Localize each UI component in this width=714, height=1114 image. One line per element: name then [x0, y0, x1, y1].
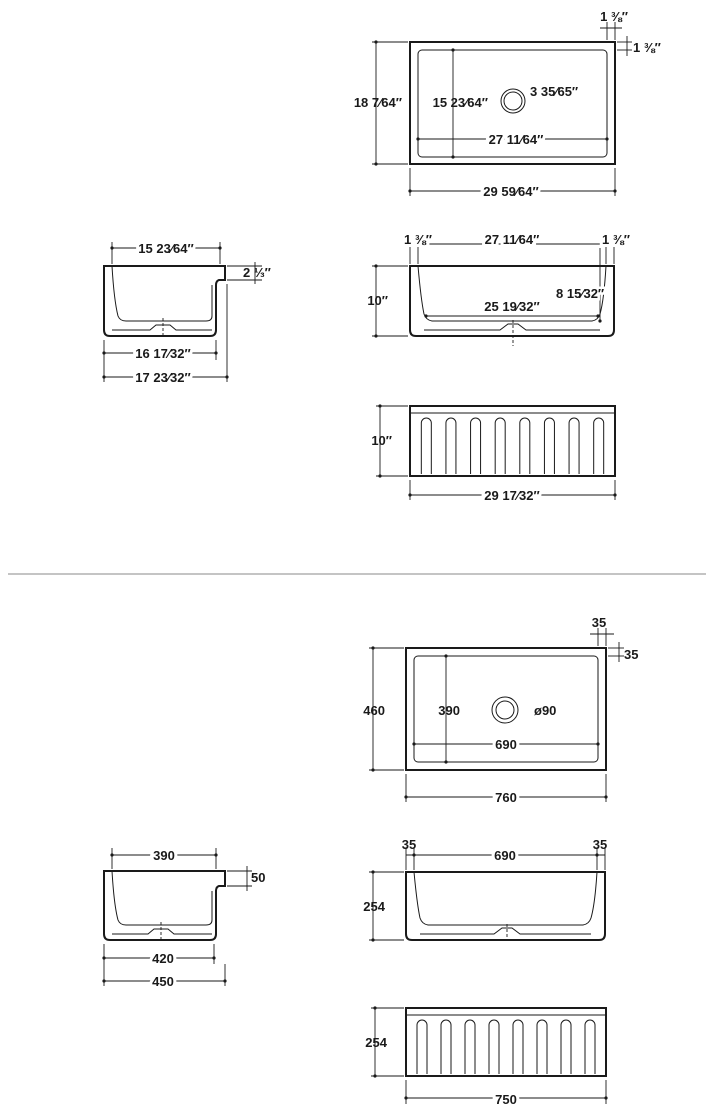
front-basin-profile	[413, 871, 598, 926]
apron-flute	[470, 417, 482, 474]
label-side-inner-depth: 15 23⁄64″	[138, 241, 193, 256]
side-basin-profile	[111, 265, 213, 322]
apron-flute	[494, 417, 506, 474]
front-drain-profile	[424, 323, 600, 331]
metric-apron-view: 254 750	[365, 1006, 608, 1110]
apron-flute	[420, 417, 432, 474]
apron-outline	[405, 1007, 607, 1077]
label-rim-left: 1 ⅜″	[404, 232, 432, 247]
label-side-base-depth: 420	[152, 951, 174, 966]
label-inner-width: 690	[495, 737, 517, 752]
label-side-lip: 50	[251, 870, 265, 885]
label-drain: 3 35⁄65″	[530, 84, 578, 99]
label-apron-height: 10″	[371, 433, 392, 448]
imperial-side-view: 15 23⁄64″ 2 ⅓″ 16 17⁄32″ 17 23⁄32″	[102, 238, 271, 388]
metric-top-view: 35 35 460 390 ø90 690 760	[363, 615, 638, 808]
label-rim-top: 1 ⅜″	[633, 40, 661, 55]
label-front-inner-height: 8 15⁄32″	[556, 286, 604, 301]
metric-front-view: 35 690 35 254	[363, 837, 607, 942]
label-apron-width: 750	[495, 1092, 517, 1107]
apron-flute	[512, 1019, 524, 1074]
drain-inner-circle	[495, 700, 515, 720]
apron-flute	[464, 1019, 476, 1074]
label-inner-depth: 390	[438, 703, 460, 718]
apron-flute	[560, 1019, 572, 1074]
label-outer-width: 29 59⁄64″	[483, 184, 538, 199]
apron-flute	[536, 1019, 548, 1074]
label-side-base-depth: 16 17⁄32″	[135, 346, 190, 361]
imperial-top-view: 1 ⅜″ 1 ⅜″ 18 7⁄64″ 15 23⁄64″ 3 35⁄65″ 27…	[354, 9, 661, 202]
label-apron-width: 29 17⁄32″	[484, 488, 539, 503]
label-outer-width: 760	[495, 790, 517, 805]
apron-flute	[488, 1019, 500, 1074]
apron-flute	[416, 1019, 428, 1074]
basin-inner-outline	[417, 49, 608, 158]
sink-outer-outline	[409, 41, 616, 165]
label-side-inner-depth: 390	[153, 848, 175, 863]
drain-inner-circle	[503, 91, 523, 111]
label-side-overall-depth: 450	[152, 974, 174, 989]
apron-flute	[445, 417, 457, 474]
front-outer-outline	[405, 871, 606, 941]
label-front-bottom-width: 25 19⁄32″	[484, 299, 539, 314]
label-inner-depth: 15 23⁄64″	[433, 95, 488, 110]
label-outer-depth: 18 7⁄64″	[354, 95, 402, 110]
drain-outer-circle	[491, 696, 519, 724]
apron-flute	[568, 417, 580, 474]
label-drain: ø90	[534, 703, 556, 718]
side-basin-profile	[111, 870, 213, 926]
label-outer-depth: 460	[363, 703, 385, 718]
side-outer-outline	[103, 870, 226, 941]
drain-outer-circle	[500, 88, 526, 114]
label-rim-right: 1 ⅜″	[600, 9, 628, 24]
label-front-inner-width: 690	[494, 848, 516, 863]
label-rim-left: 35	[402, 837, 416, 852]
front-outer-outline	[409, 265, 615, 337]
label-rim-top: 35	[624, 647, 638, 662]
metric-side-view: 390 50 420 450	[102, 845, 265, 992]
sink-outer-outline	[405, 647, 607, 771]
label-inner-width: 27 11⁄64″	[489, 132, 544, 147]
apron-outline	[409, 405, 616, 477]
label-rim-right: 35	[592, 615, 606, 630]
label-front-height: 10″	[367, 293, 388, 308]
label-rim-right: 35	[593, 837, 607, 852]
side-drain-profile	[112, 324, 212, 331]
label-front-inner-width: 27 11⁄64″	[485, 232, 540, 247]
front-basin-profile	[417, 265, 607, 322]
side-drain-profile	[112, 928, 212, 935]
label-rim-right: 1 ⅜″	[602, 232, 630, 247]
label-side-overall-depth: 17 23⁄32″	[135, 370, 190, 385]
apron-flute	[519, 417, 531, 474]
imperial-apron-view: 10″ 29 17⁄32″	[371, 404, 617, 506]
apron-flutes	[416, 1019, 596, 1074]
front-drain-profile	[420, 927, 591, 935]
label-apron-height: 254	[365, 1035, 387, 1050]
apron-flute	[440, 1019, 452, 1074]
label-side-lip: 2 ⅓″	[243, 265, 271, 280]
apron-flutes	[420, 417, 605, 474]
apron-flute	[543, 417, 555, 474]
apron-flute	[593, 417, 605, 474]
basin-inner-outline	[413, 655, 599, 763]
apron-flute	[584, 1019, 596, 1074]
imperial-front-view: 1 ⅜″ 27 11⁄64″ 1 ⅜″ 10″ 8 15⁄32″ 25 19⁄3…	[367, 229, 633, 346]
label-front-height: 254	[363, 899, 385, 914]
side-outer-outline	[103, 265, 226, 337]
